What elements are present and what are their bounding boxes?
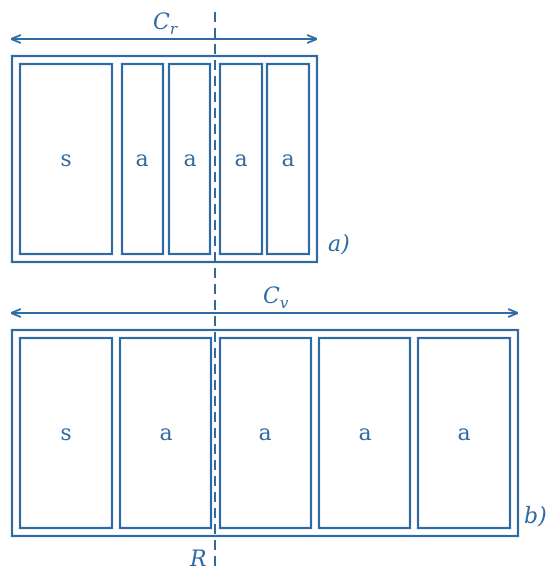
cell-a-3-label: a <box>234 147 247 172</box>
cell-a-4 <box>265 62 311 256</box>
cell-b-0-label: s <box>60 421 71 446</box>
cell-a-4-label: a <box>281 147 294 172</box>
cell-b-1-label: a <box>159 421 172 446</box>
cell-a-0 <box>18 62 114 256</box>
cell-b-0 <box>18 336 114 530</box>
cell-a-2-label: a <box>183 147 196 172</box>
frame-a <box>10 54 319 264</box>
cell-b-4-label: a <box>457 421 470 446</box>
cell-a-1 <box>120 62 165 256</box>
cell-b-2 <box>218 336 313 530</box>
diagram-b: Cv s a a a a b) <box>10 284 547 538</box>
cell-b-1 <box>118 336 213 530</box>
axis-label-r: R <box>189 547 207 572</box>
cell-a-2 <box>167 62 212 256</box>
cell-b-2-label: a <box>258 421 271 446</box>
tag-a: a) <box>328 232 350 257</box>
cell-b-3-label: a <box>358 421 371 446</box>
cell-a-3 <box>218 62 264 256</box>
cell-b-3 <box>317 336 412 530</box>
diagram-a: Cr s a a a a a) <box>10 10 350 264</box>
span-label-b: Cv <box>263 284 289 312</box>
tag-b: b) <box>524 504 547 529</box>
frame-b <box>10 328 520 538</box>
cell-b-4 <box>416 336 512 530</box>
cell-a-0-label: s <box>60 147 71 172</box>
cell-a-1-label: a <box>135 147 148 172</box>
span-label-a: Cr <box>153 10 178 38</box>
